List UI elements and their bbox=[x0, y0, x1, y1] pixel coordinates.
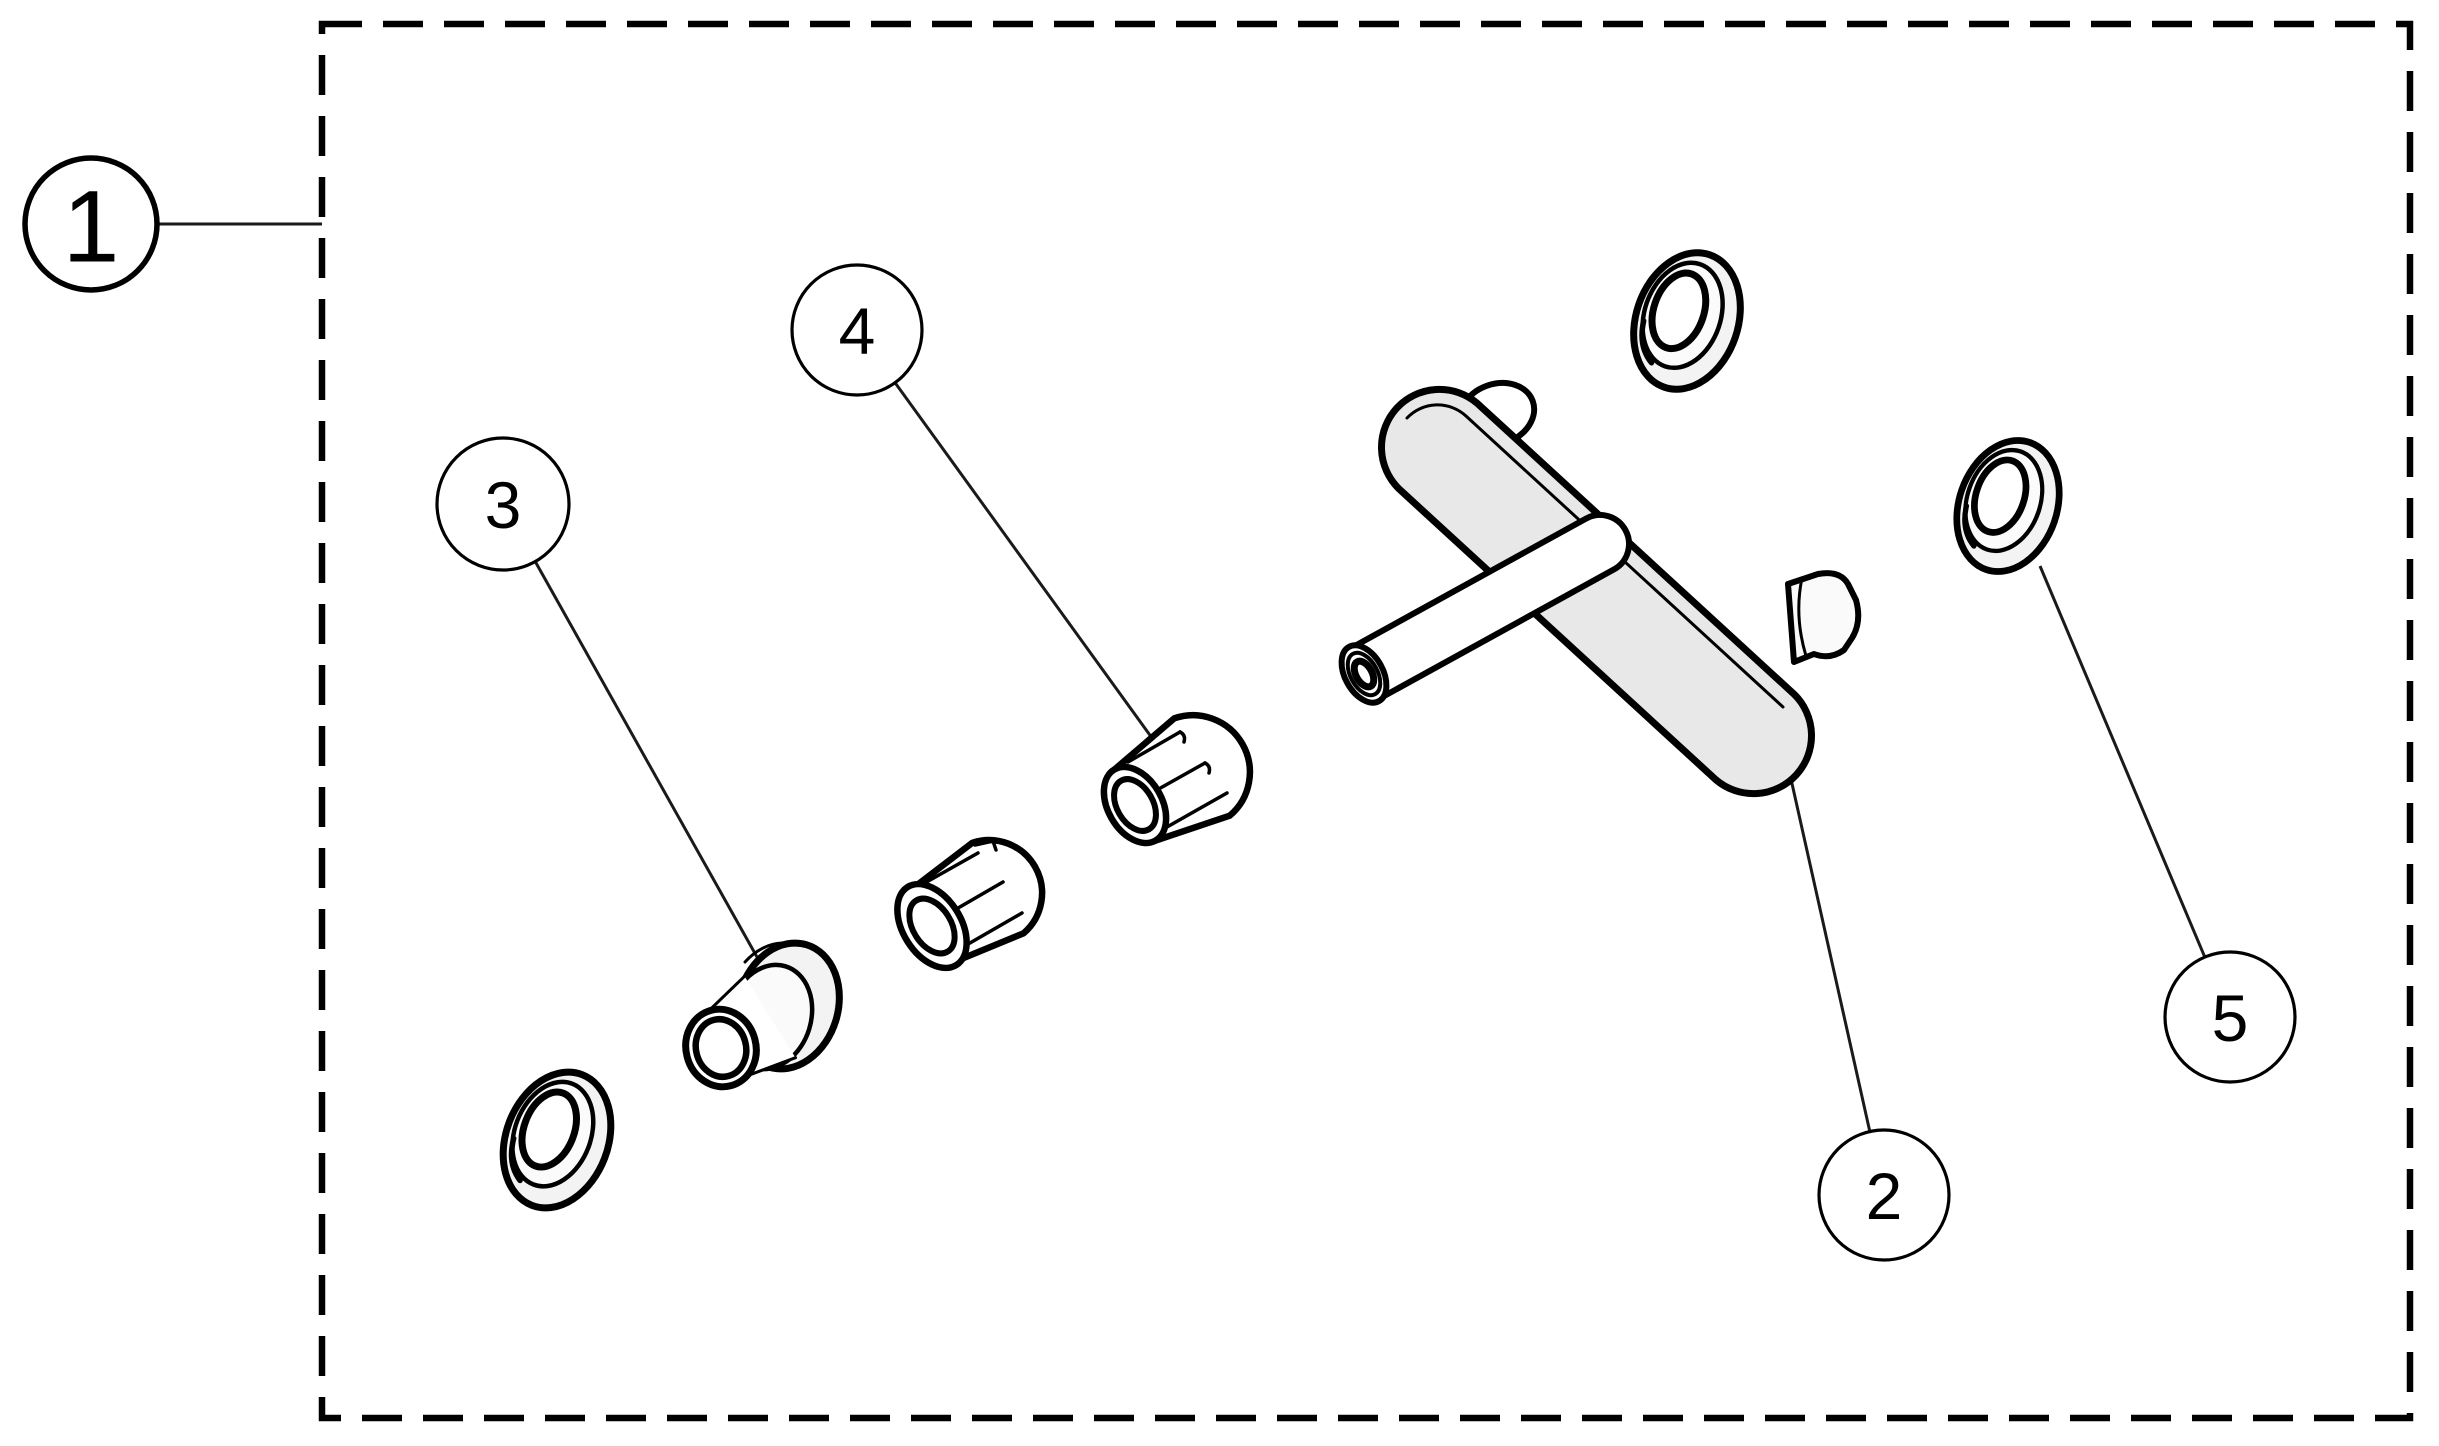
callout-3-label: 3 bbox=[485, 468, 522, 542]
kit-boundary-box bbox=[318, 20, 2414, 1422]
cap-bore-hole bbox=[1111, 776, 1159, 834]
plate-stub-boss bbox=[1785, 570, 1862, 665]
callout-4: 4 bbox=[790, 263, 924, 397]
grommet-top-right bbox=[1616, 238, 1758, 404]
callout-1-circle bbox=[22, 155, 160, 293]
plate-tube-assembly bbox=[1338, 379, 1862, 798]
leader-line-4 bbox=[893, 381, 1154, 739]
grommet-right bbox=[1940, 427, 2076, 586]
callout-2-label: 2 bbox=[1866, 1159, 1903, 1233]
callout-5-label: 5 bbox=[2212, 981, 2249, 1055]
grommet-bottom-left bbox=[484, 1056, 629, 1223]
ribbed-cap-small bbox=[894, 836, 1046, 972]
tube-bore-hole bbox=[1350, 657, 1378, 691]
plate-edge-line bbox=[1405, 403, 1785, 709]
callout-1: 1 bbox=[22, 155, 160, 293]
flanged-bushing bbox=[682, 939, 843, 1091]
callout-5-circle bbox=[2163, 950, 2297, 1084]
callout-2: 2 bbox=[1817, 1128, 1951, 1262]
callout-5: 5 bbox=[2163, 950, 2297, 1084]
cap-bore-hole bbox=[906, 895, 958, 957]
callout-1-label: 1 bbox=[63, 170, 120, 284]
ribbed-cap-large bbox=[1100, 711, 1254, 847]
bushing-bore-hole bbox=[692, 1016, 750, 1080]
leader-line-3 bbox=[533, 560, 759, 958]
callout-4-label: 4 bbox=[839, 294, 876, 368]
callout-4-circle bbox=[790, 263, 924, 397]
callout-2-circle bbox=[1817, 1128, 1951, 1262]
callout-3-circle bbox=[435, 436, 571, 572]
plate bbox=[1378, 385, 1815, 798]
callout-3: 3 bbox=[435, 436, 571, 572]
tube bbox=[1338, 512, 1632, 706]
leader-line-5 bbox=[2038, 565, 2207, 958]
